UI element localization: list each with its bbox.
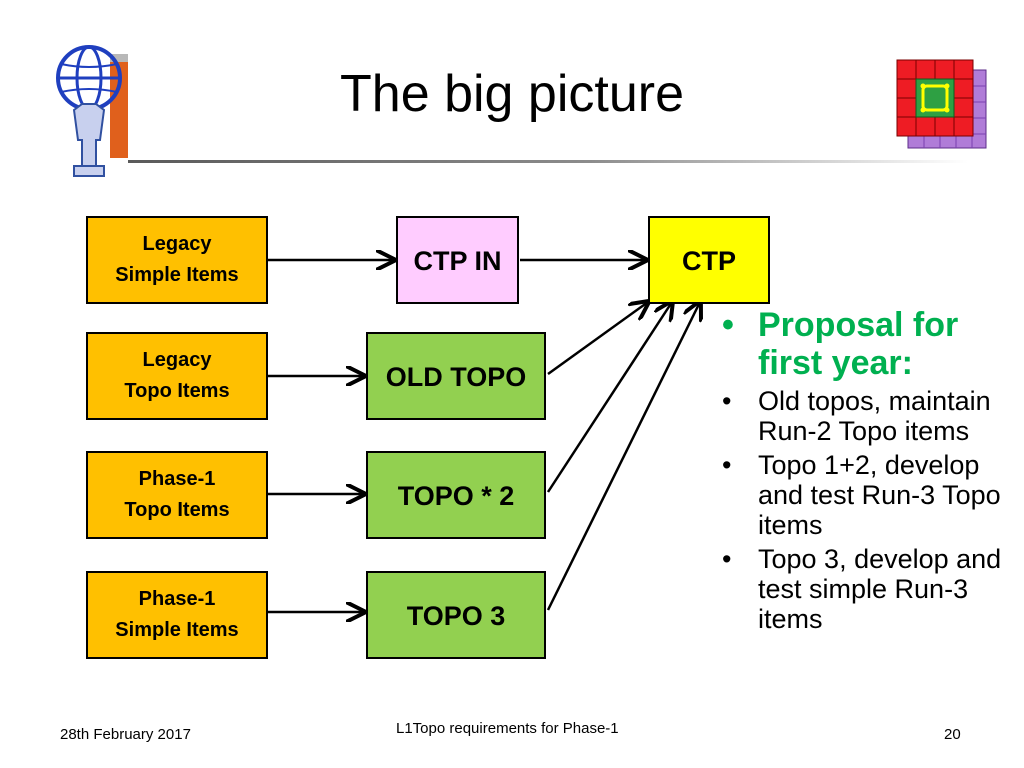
source-legacy-topo-items: Legacy Topo Items <box>86 332 268 420</box>
source-legacy-simple-items: Legacy Simple Items <box>86 216 268 304</box>
ctp-box: CTP <box>648 216 770 304</box>
source-line2: Simple Items <box>115 619 239 641</box>
source-line2: Simple Items <box>115 264 239 286</box>
old-topo-box: OLD TOPO <box>366 332 546 420</box>
source-phase1-topo-items: Phase-1 Topo Items <box>86 451 268 539</box>
source-line1: Legacy <box>142 349 212 371</box>
topo-2-box: TOPO * 2 <box>366 451 546 539</box>
arrow-topo2-to-ctp <box>546 302 672 493</box>
source-line2: Topo Items <box>124 499 230 521</box>
arrow-old-topo-to-ctp <box>547 302 648 376</box>
source-line1: Phase-1 <box>138 468 216 490</box>
proposal-bullets: • Proposal for first year: • Old topos, … <box>718 306 1014 638</box>
footer-title: L1Topo requirements for Phase-1 <box>396 720 619 737</box>
bullet-text: Topo 1+2, develop and test Run-3 Topo it… <box>758 450 1001 540</box>
bullet-dot: • <box>722 544 732 574</box>
bullet-item: • Old topos, maintain Run-2 Topo items <box>718 386 1014 446</box>
ctp-in-box: CTP IN <box>396 216 519 304</box>
bullet-item: • Topo 3, develop and test simple Run-3 … <box>718 544 1014 634</box>
calorimeter-grid-icon <box>894 58 988 152</box>
bullet-dot: • <box>722 386 732 416</box>
source-line1: Legacy <box>142 233 212 255</box>
source-line1: Phase-1 <box>138 588 216 610</box>
bullet-dot: • <box>722 450 732 480</box>
page-number: 20 <box>944 726 961 743</box>
source-phase1-simple-items: Phase-1 Simple Items <box>86 571 268 659</box>
bullet-text: Old topos, maintain Run-2 Topo items <box>758 386 991 446</box>
source-line2: Topo Items <box>124 380 230 402</box>
slide-title: The big picture <box>340 65 684 123</box>
atlas-logo-icon <box>52 40 136 182</box>
topo-3-box: TOPO 3 <box>366 571 546 659</box>
bullet-item: • Topo 1+2, develop and test Run-3 Topo … <box>718 450 1014 540</box>
bullet-text: Topo 3, develop and test simple Run-3 it… <box>758 544 1002 634</box>
proposal-heading: • Proposal for first year: <box>718 306 1014 382</box>
title-divider <box>128 160 968 163</box>
arrow-topo3-to-ctp <box>546 302 700 611</box>
footer-date: 28th February 2017 <box>60 726 191 743</box>
proposal-heading-text: Proposal for first year: <box>758 306 959 382</box>
bullet-dot: • <box>722 306 734 344</box>
